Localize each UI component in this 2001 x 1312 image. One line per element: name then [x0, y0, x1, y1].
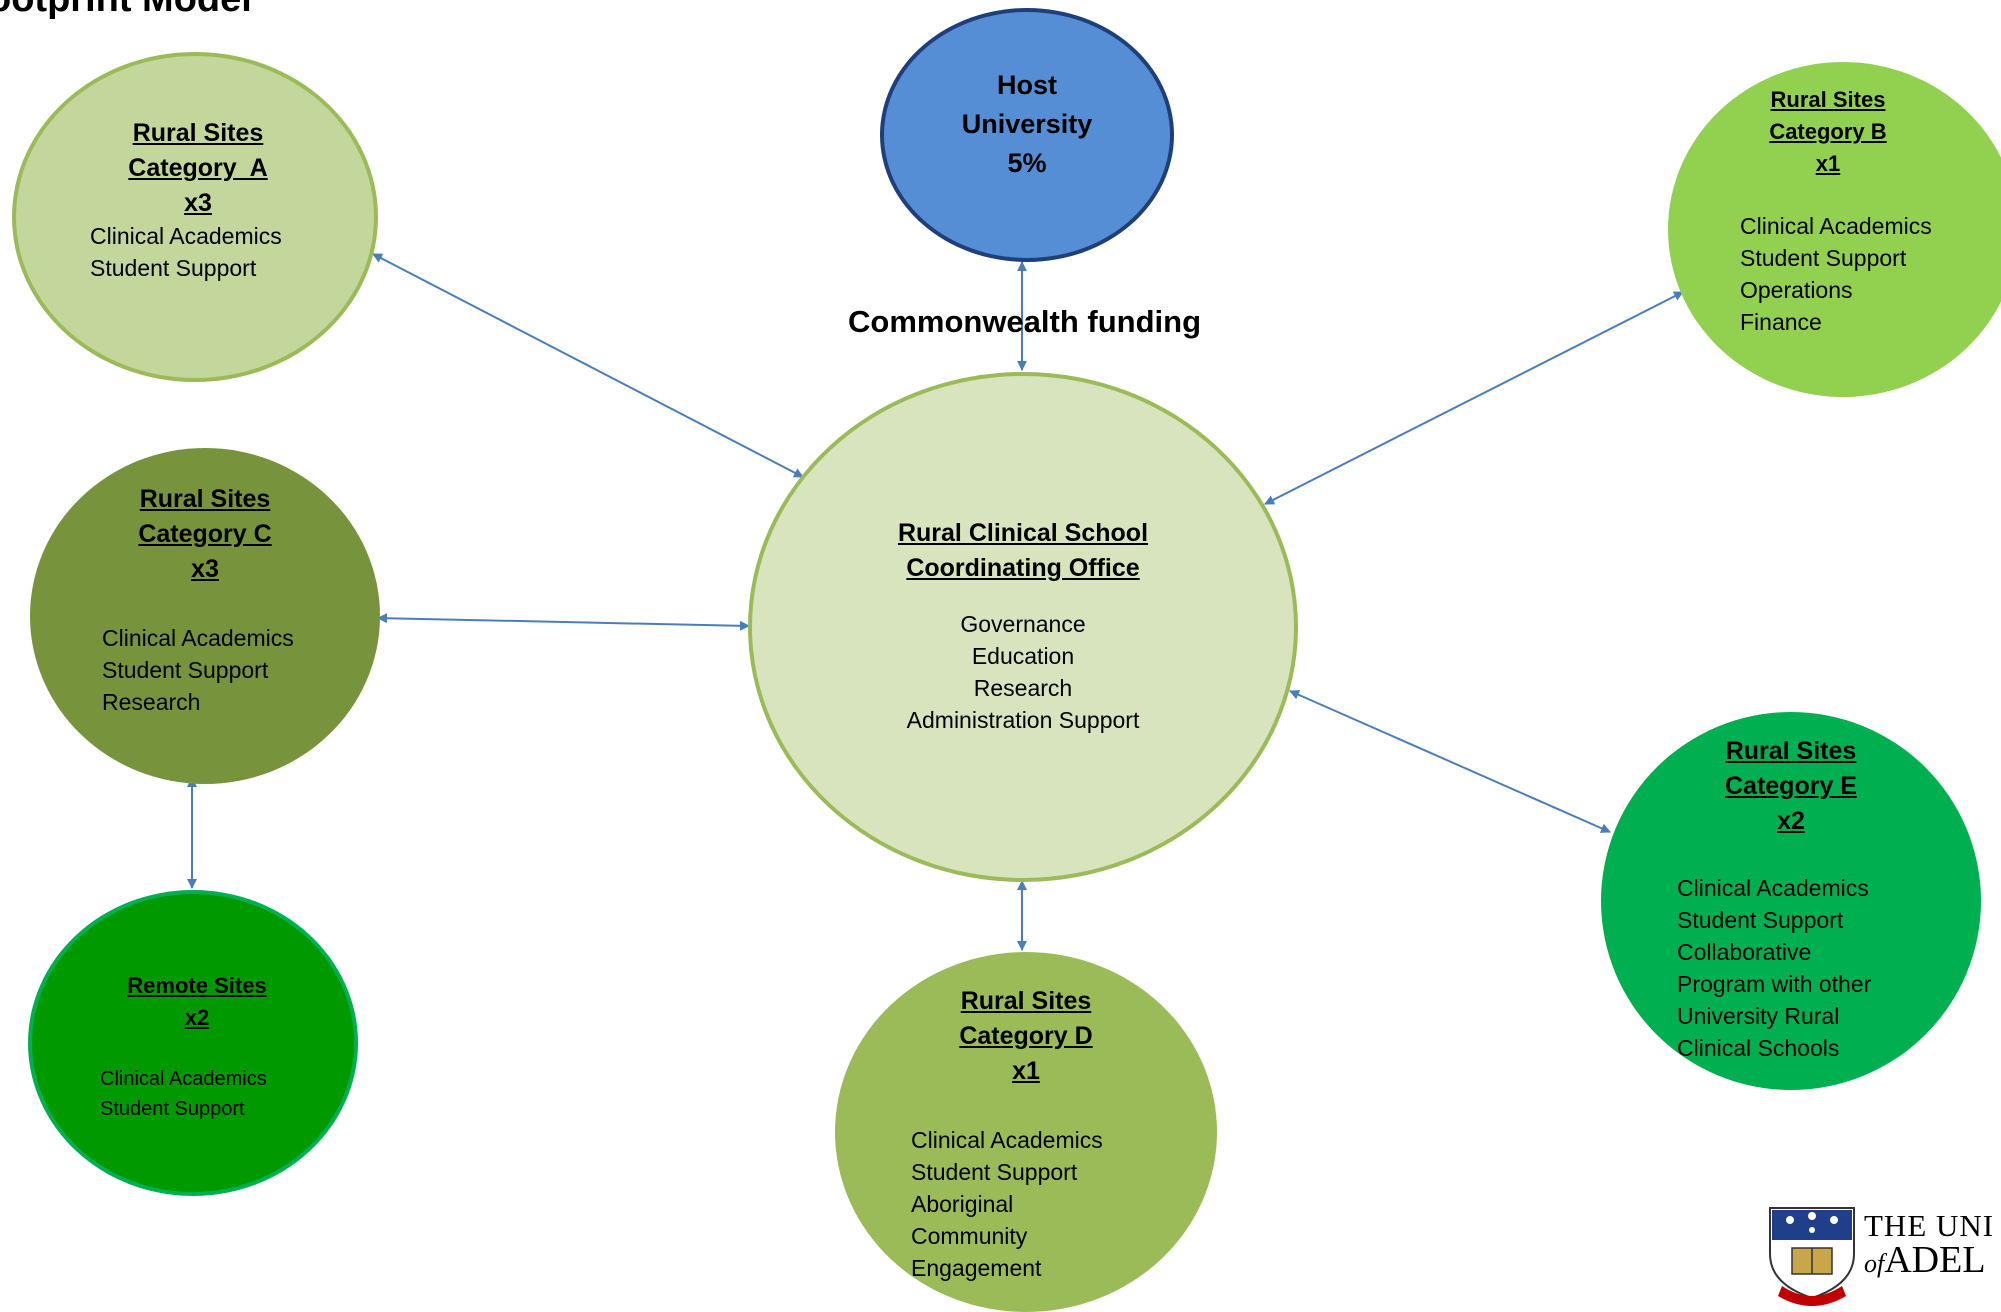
category-a-node: Rural Sites Category A x3 Clinical Acade… — [12, 52, 378, 382]
cat-e-line: Program with other — [1677, 971, 1872, 997]
cat-e-line: Student Support — [1677, 907, 1844, 933]
host-line: Host — [997, 70, 1057, 100]
host-line: 5% — [1007, 148, 1047, 178]
center-line: Education — [971, 643, 1075, 669]
cat-c-heading: Rural Sites — [139, 485, 271, 513]
cat-d-heading: Category D — [959, 1022, 1093, 1050]
funding-label: Commonwealth funding — [848, 304, 1202, 339]
cat-b-heading: x1 — [1815, 151, 1841, 176]
cat-c-heading: x3 — [191, 555, 219, 583]
host-line: University — [961, 109, 1093, 139]
cat-b-heading: Category B — [1769, 119, 1887, 144]
category-c-node: Rural Sites Category C x3 Clinical Acade… — [30, 448, 380, 784]
cat-c-line: Clinical Academics — [102, 625, 294, 651]
cat-e-heading: x2 — [1777, 807, 1805, 835]
arrow-cat-c-center — [377, 613, 750, 631]
cat-e-line: Clinical Academics — [1677, 875, 1869, 901]
university-crest-icon — [1769, 1207, 1855, 1306]
cat-c-line: Student Support — [102, 657, 269, 683]
host-university-node: Host University 5% — [880, 8, 1174, 262]
arrow-cat-b-center — [1264, 291, 1684, 505]
cat-b-line: Student Support — [1740, 245, 1907, 271]
page-title: ootprint Model — [0, 0, 252, 21]
cat-b-line: Clinical Academics — [1740, 213, 1932, 239]
cat-e-line: University Rural — [1677, 1003, 1840, 1029]
remote-sites-node: Remote Sites x2 Clinical Academics Stude… — [28, 890, 358, 1196]
center-line: Administration Support — [906, 707, 1140, 733]
coordinating-office-node: Rural Clinical School Coordinating Offic… — [748, 372, 1298, 882]
cat-b-line: Operations — [1740, 277, 1853, 303]
center-heading: Rural Clinical School — [897, 519, 1149, 547]
cat-d-heading: x1 — [1012, 1057, 1040, 1085]
remote-line: Student Support — [100, 1098, 245, 1120]
cat-e-line: Collaborative — [1677, 939, 1812, 965]
cat-e-heading: Rural Sites — [1725, 737, 1857, 765]
remote-heading: Remote Sites — [127, 973, 267, 998]
category-e-node: Rural Sites Category E x2 Clinical Acade… — [1601, 712, 1981, 1090]
center-line: Governance — [960, 611, 1086, 637]
cat-a-heading: x3 — [184, 189, 212, 217]
category-d-node: Rural Sites Category D x1 Clinical Acade… — [835, 952, 1217, 1312]
cat-d-line: Community — [911, 1223, 1028, 1249]
cat-d-line: Aboriginal — [911, 1191, 1014, 1217]
remote-heading: x2 — [184, 1005, 210, 1030]
cat-c-heading: Category C — [138, 520, 272, 548]
cat-a-heading: Rural Sites — [132, 119, 264, 147]
category-b-node: Rural Sites Category B x1 Clinical Acade… — [1668, 62, 2001, 397]
university-logo: THE UNI ofADEL — [1762, 1202, 2001, 1310]
arrow-cat-e-center — [1289, 690, 1611, 833]
cat-b-line: Finance — [1740, 309, 1822, 335]
cat-e-heading: Category E — [1725, 772, 1857, 800]
cat-d-line: Engagement — [911, 1255, 1042, 1281]
cat-e-line: Clinical Schools — [1677, 1035, 1840, 1061]
cat-a-line: Clinical Academics — [90, 223, 282, 249]
remote-line: Clinical Academics — [100, 1068, 267, 1090]
cat-b-heading: Rural Sites — [1770, 87, 1886, 112]
logo-text-line1: THE UNI — [1864, 1208, 1995, 1243]
logo-text-of: of — [1864, 1249, 1885, 1278]
cat-d-line: Clinical Academics — [911, 1127, 1103, 1153]
logo-text-line2: ofADEL — [1864, 1238, 1986, 1282]
cat-d-heading: Rural Sites — [960, 987, 1092, 1015]
center-heading: Coordinating Office — [906, 554, 1140, 582]
logo-text-name: ADEL — [1884, 1239, 1986, 1281]
cat-a-line: Student Support — [90, 255, 257, 281]
cat-a-heading: Category A — [128, 154, 268, 182]
cat-c-line: Research — [102, 689, 201, 715]
center-line: Research — [973, 675, 1073, 701]
cat-d-line: Student Support — [911, 1159, 1078, 1185]
arrow-cat-a-center — [372, 253, 804, 478]
